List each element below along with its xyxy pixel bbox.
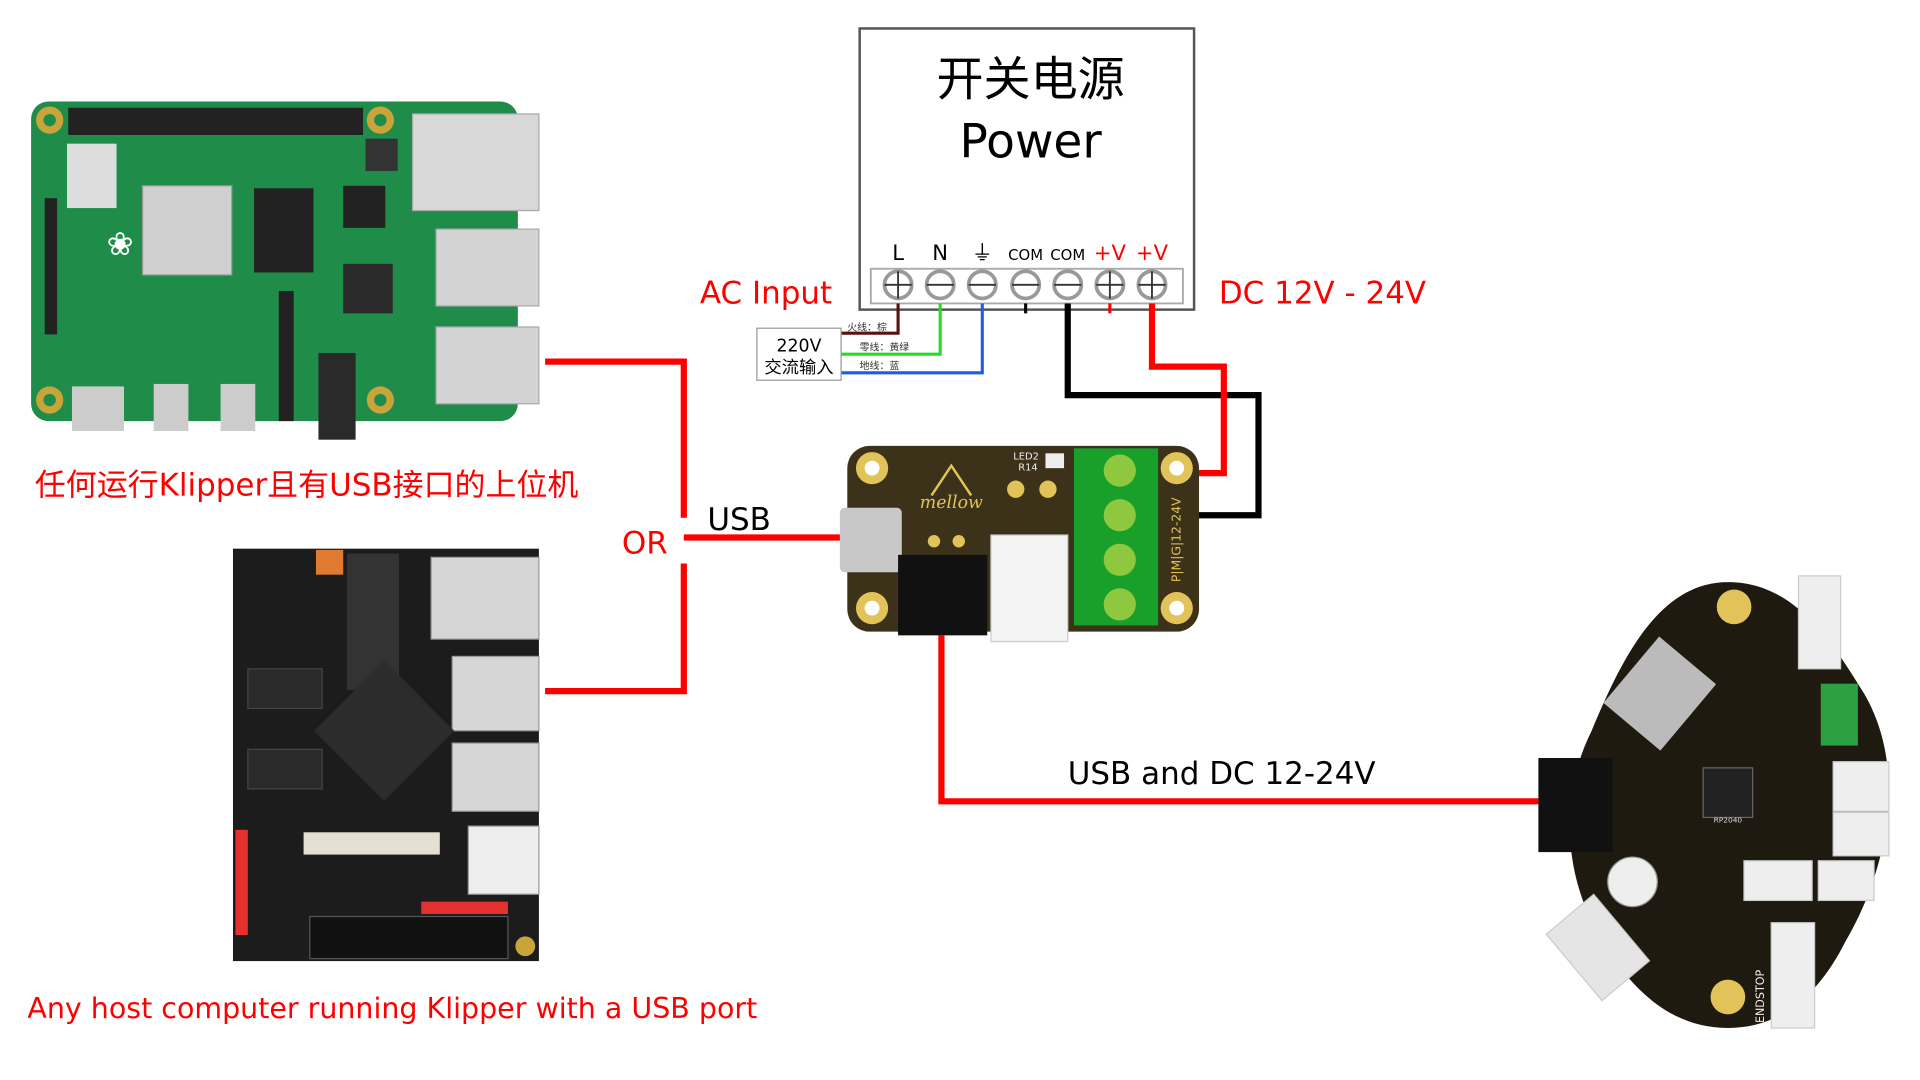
usb-label: USB <box>707 502 771 538</box>
terminal-label: +V <box>1094 240 1127 265</box>
terminal-label: ⏚ <box>972 240 993 265</box>
rp2040-chip <box>1702 767 1754 819</box>
mellow-logo: mellow <box>920 493 983 513</box>
terminal-silk: P|M|G|12-24V <box>1169 497 1184 582</box>
live-wire <box>841 303 900 335</box>
neutral-wire-label: 零线：黄绿 <box>860 341 910 354</box>
live-wire-label: 火线：棕 <box>847 321 887 334</box>
power-title-en: Power <box>959 114 1102 169</box>
or-label: OR <box>622 526 668 562</box>
usb-c-port[interactable] <box>1603 636 1717 751</box>
xh-usb-connector[interactable] <box>990 534 1069 643</box>
ac-wires <box>841 303 1112 375</box>
host-label-cn: 任何运行Klipper且有USB接口的上位机 <box>35 467 579 503</box>
power-title-cn: 开关电源 <box>936 52 1124 107</box>
dc-output-label: DC 12V - 24V <box>1219 275 1426 311</box>
usb-cable-sbc <box>545 563 687 695</box>
toolhead-board: RP2040 ENDSTOP <box>1538 575 1890 1029</box>
usb-dc-cable-label: USB and DC 12-24V <box>1068 756 1376 792</box>
sbc-host-board <box>232 548 540 962</box>
silk-endstop: ENDSTOP <box>1754 969 1767 1023</box>
silk-r14: R14 <box>1018 463 1037 474</box>
terminal-label: +V <box>1136 240 1169 265</box>
power-input-connector[interactable] <box>1538 757 1613 853</box>
terminal-label: COM <box>1008 246 1043 264</box>
mellow-logo-icon <box>930 463 973 497</box>
terminal-label: L <box>892 240 904 265</box>
neutral-wire <box>841 303 942 356</box>
terminal-label: N <box>932 240 948 265</box>
silk-led2: LED2 <box>1013 451 1039 462</box>
host-label-en: Any host computer running Klipper with a… <box>27 992 757 1025</box>
usb-cables <box>545 358 845 695</box>
earth-wire <box>841 303 984 375</box>
usb-dc-cable <box>938 635 1539 805</box>
chip-label: RP2040 <box>1714 815 1743 824</box>
terminal-label: COM <box>1050 246 1085 264</box>
usb-cable-rpi <box>545 358 687 518</box>
usb-c-port[interactable] <box>839 507 902 573</box>
earth-wire-label: 地线：蓝 <box>860 359 900 372</box>
usb-power-adapter-board: mellow LED2 R14 P|M|G|12-24V <box>839 445 1200 643</box>
ac-input-label: AC Input <box>700 275 832 311</box>
dc-negative-wire <box>1064 303 1262 519</box>
power-supply: 开关电源 Power L N ⏚ COM COM +V +V <box>858 27 1196 311</box>
raspberry-pi-board: ❀ <box>31 101 540 440</box>
ac-input-box <box>756 327 842 381</box>
xh-power-connector[interactable] <box>898 554 988 636</box>
raspberry-logo-icon: ❀ <box>107 225 134 263</box>
ac-input-cn: 交流输入 <box>764 358 833 378</box>
ac-voltage: 220V <box>777 337 822 357</box>
